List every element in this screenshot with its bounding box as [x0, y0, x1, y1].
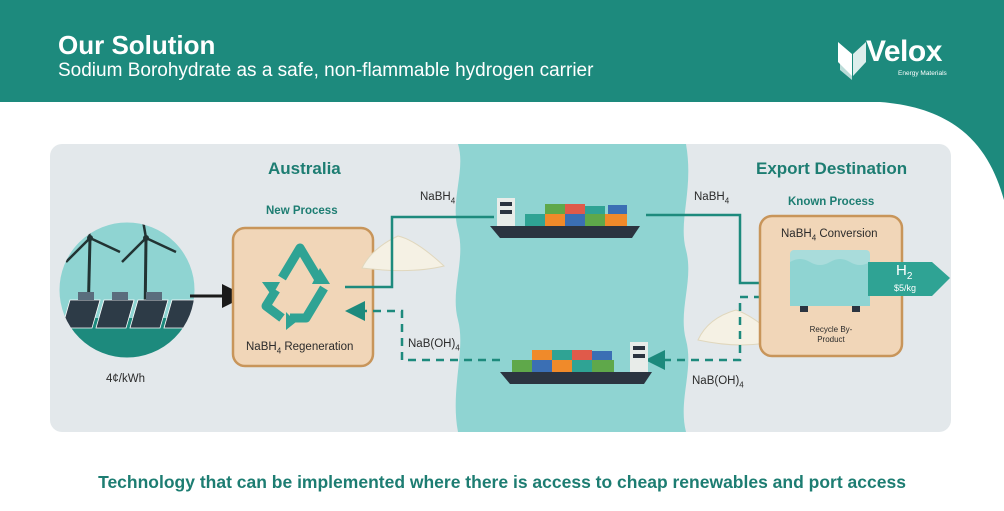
- page-title: Our Solution: [58, 30, 216, 60]
- flow-label-naboh4-right: NaB(OH)4: [692, 375, 744, 390]
- header-band: [0, 0, 1004, 200]
- logo-tagline: Energy Materials: [898, 70, 947, 77]
- page-subtitle: Sodium Borohydrate as a safe, non-flamma…: [58, 60, 594, 81]
- h2-label: H2: [896, 262, 913, 282]
- cargo-ship-outbound: [490, 198, 640, 238]
- flow-label-nabh4-right: NaBH4: [694, 191, 730, 206]
- regeneration-label: NaBH4 Regeneration: [246, 341, 354, 356]
- h2-price: $5/kg: [894, 283, 917, 293]
- flow-label-nabh4-left: NaBH4: [420, 191, 456, 206]
- nabh4-powder-left: [361, 235, 446, 272]
- recycle-icon: [261, 243, 328, 323]
- region-export-destination: Export Destination: [756, 159, 908, 178]
- ocean-strip: [455, 144, 689, 432]
- new-process-label: New Process: [266, 205, 338, 217]
- known-process-label: Known Process: [788, 196, 875, 208]
- region-australia: Australia: [268, 159, 341, 178]
- naboh4-flow-left: [345, 301, 500, 362]
- regeneration-box: [231, 226, 375, 368]
- reactor-tank-icon: [790, 250, 870, 312]
- conversion-label: NaBH4 Conversion: [781, 228, 878, 243]
- logo-wordmark: Velox: [866, 35, 942, 68]
- cargo-ship-return: [500, 342, 652, 384]
- footer-tagline: Technology that can be implemented where…: [98, 472, 906, 492]
- flow-label-naboh4-left: NaB(OH)4: [408, 338, 460, 353]
- h2-output-arrow: [868, 262, 950, 296]
- energy-cost-label: 4¢/kWh: [106, 373, 145, 385]
- naboh4-flow-right: [645, 295, 790, 370]
- recycle-byproduct-label: Recycle By-Product: [809, 325, 853, 344]
- nabh4-flow-left: [345, 215, 494, 289]
- leaf-logo-icon: [838, 42, 866, 80]
